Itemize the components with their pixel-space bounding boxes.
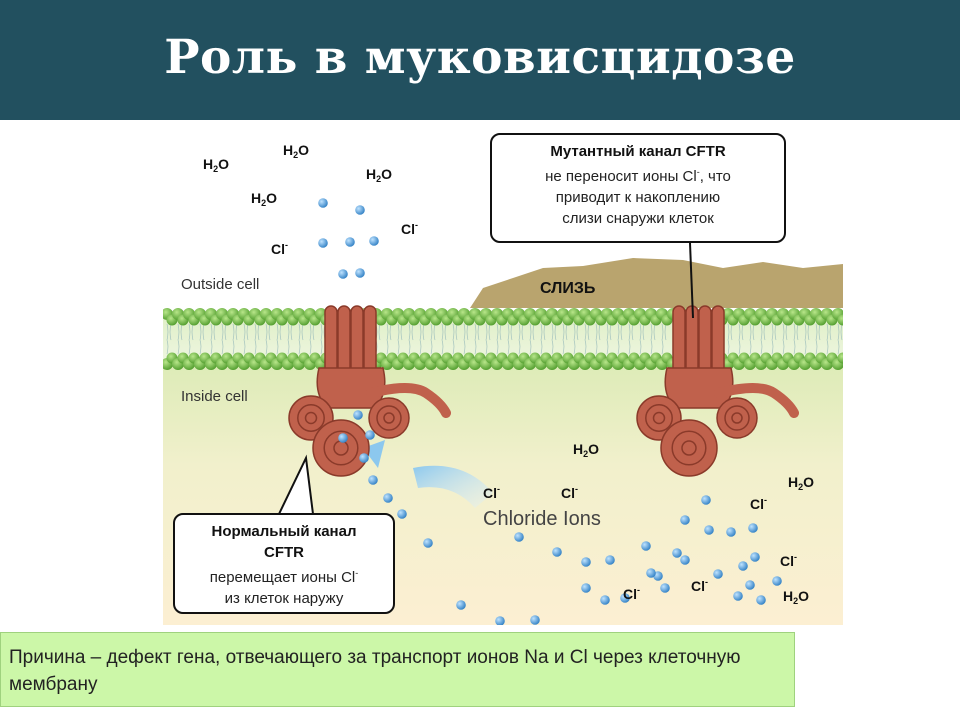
chloride-ion bbox=[456, 600, 466, 610]
water-label: H2O bbox=[203, 156, 230, 174]
chloride-ion bbox=[581, 557, 591, 567]
chloride-ion bbox=[701, 495, 711, 505]
chloride-ion bbox=[345, 237, 355, 247]
protein-tail bbox=[714, 383, 799, 418]
chloride-ion bbox=[369, 236, 379, 246]
water-label: H2O bbox=[283, 142, 310, 160]
coil-domain bbox=[312, 419, 370, 477]
chloride-ion bbox=[368, 475, 378, 485]
normal-callout-subtitle: CFTR bbox=[264, 544, 304, 561]
chloride-ion bbox=[748, 523, 758, 533]
inside-cell-label: Inside cell bbox=[181, 388, 248, 405]
chloride-label: Cl- bbox=[691, 577, 708, 594]
chloride-ion bbox=[423, 538, 433, 548]
chloride-ion bbox=[680, 515, 690, 525]
chloride-ion bbox=[605, 555, 615, 565]
chloride-ion bbox=[713, 569, 723, 579]
chloride-ion bbox=[600, 595, 610, 605]
protein-tail bbox=[366, 383, 451, 418]
chloride-ion bbox=[641, 541, 651, 551]
mucus-layer bbox=[470, 258, 843, 308]
chloride-ion bbox=[355, 268, 365, 278]
water-label: H2O bbox=[573, 441, 600, 459]
chloride-ion bbox=[756, 595, 766, 605]
chloride-label: Cl- bbox=[401, 220, 418, 237]
chloride-label: Cl- bbox=[561, 484, 578, 501]
mutant-callout-title: Мутантный канал CFTR bbox=[550, 143, 726, 160]
chloride-ion bbox=[672, 548, 682, 558]
chloride-ion bbox=[772, 576, 782, 586]
chloride-ion bbox=[397, 509, 407, 519]
outside-cell-label: Outside cell bbox=[181, 276, 260, 293]
chloride-label: Cl- bbox=[780, 552, 797, 569]
chloride-ion bbox=[383, 493, 393, 503]
mutant-callout-line1: не переносит ионы Cl-, что bbox=[545, 167, 731, 185]
coil-domain bbox=[660, 419, 718, 477]
mutant-callout-line2: приводит к накоплению bbox=[555, 189, 721, 206]
chloride-ion bbox=[365, 430, 375, 440]
chloride-ion bbox=[738, 561, 748, 571]
chloride-label: Cl- bbox=[483, 484, 500, 501]
normal-callout-line1: перемещает ионы Cl- bbox=[209, 568, 359, 586]
chloride-ion bbox=[750, 552, 760, 562]
ion-flow-arrow bbox=[413, 465, 493, 508]
chloride-ion bbox=[733, 591, 743, 601]
chloride-ion bbox=[620, 593, 630, 603]
mucus-label: СЛИЗЬ bbox=[540, 280, 596, 297]
normal-cftr-protein bbox=[288, 305, 451, 477]
chloride-ion bbox=[745, 580, 755, 590]
normal-callout-title: Нормальный канал bbox=[211, 523, 357, 540]
chloride-ion bbox=[552, 547, 562, 557]
cause-note: Причина – дефект гена, отвечающего за тр… bbox=[0, 632, 795, 707]
chloride-ion bbox=[359, 453, 369, 463]
chloride-label: Cl- bbox=[623, 585, 640, 602]
chloride-ion bbox=[338, 433, 348, 443]
chloride-ion bbox=[726, 527, 736, 537]
water-label: H2O bbox=[783, 588, 810, 606]
chloride-ion bbox=[318, 238, 328, 248]
chloride-ion bbox=[530, 615, 540, 625]
slide-title: Роль в муковисцидозе bbox=[164, 30, 796, 85]
water-label: H2O bbox=[251, 190, 278, 208]
mutant-callout-line3: слизи снаружи клеток bbox=[562, 210, 714, 227]
chloride-ion bbox=[660, 583, 670, 593]
chloride-ion bbox=[318, 198, 328, 208]
chloride-ion bbox=[355, 205, 365, 215]
chloride-ion bbox=[581, 583, 591, 593]
coil-domain bbox=[716, 397, 758, 439]
coil-domain bbox=[368, 397, 410, 439]
normal-callout-line2: из клеток наружу bbox=[224, 590, 344, 607]
chloride-label: Cl- bbox=[750, 495, 767, 512]
water-label: H2O bbox=[788, 474, 815, 492]
mutant-cftr-protein bbox=[636, 305, 799, 477]
mutant-cftr-callout: Мутантный канал CFTR не переносит ионы C… bbox=[490, 133, 786, 243]
chloride-ions-label: Chloride Ions bbox=[483, 508, 601, 530]
water-label: H2O bbox=[366, 166, 393, 184]
chloride-ion bbox=[680, 555, 690, 565]
cftr-diagram: Outside cell Inside cell СЛИЗЬ Chloride … bbox=[161, 128, 849, 626]
chloride-ion bbox=[495, 616, 505, 626]
chloride-ion bbox=[704, 525, 714, 535]
normal-callout-pointer bbox=[278, 454, 314, 515]
chloride-ion bbox=[338, 269, 348, 279]
chloride-ion bbox=[514, 532, 524, 542]
normal-cftr-callout: Нормальный канал CFTR перемещает ионы Cl… bbox=[173, 513, 395, 614]
chloride-label: Cl- bbox=[271, 240, 288, 257]
chloride-ion bbox=[646, 568, 656, 578]
title-bar bbox=[0, 0, 960, 120]
chloride-ion bbox=[353, 410, 363, 420]
mutant-callout-pointer bbox=[689, 242, 694, 319]
